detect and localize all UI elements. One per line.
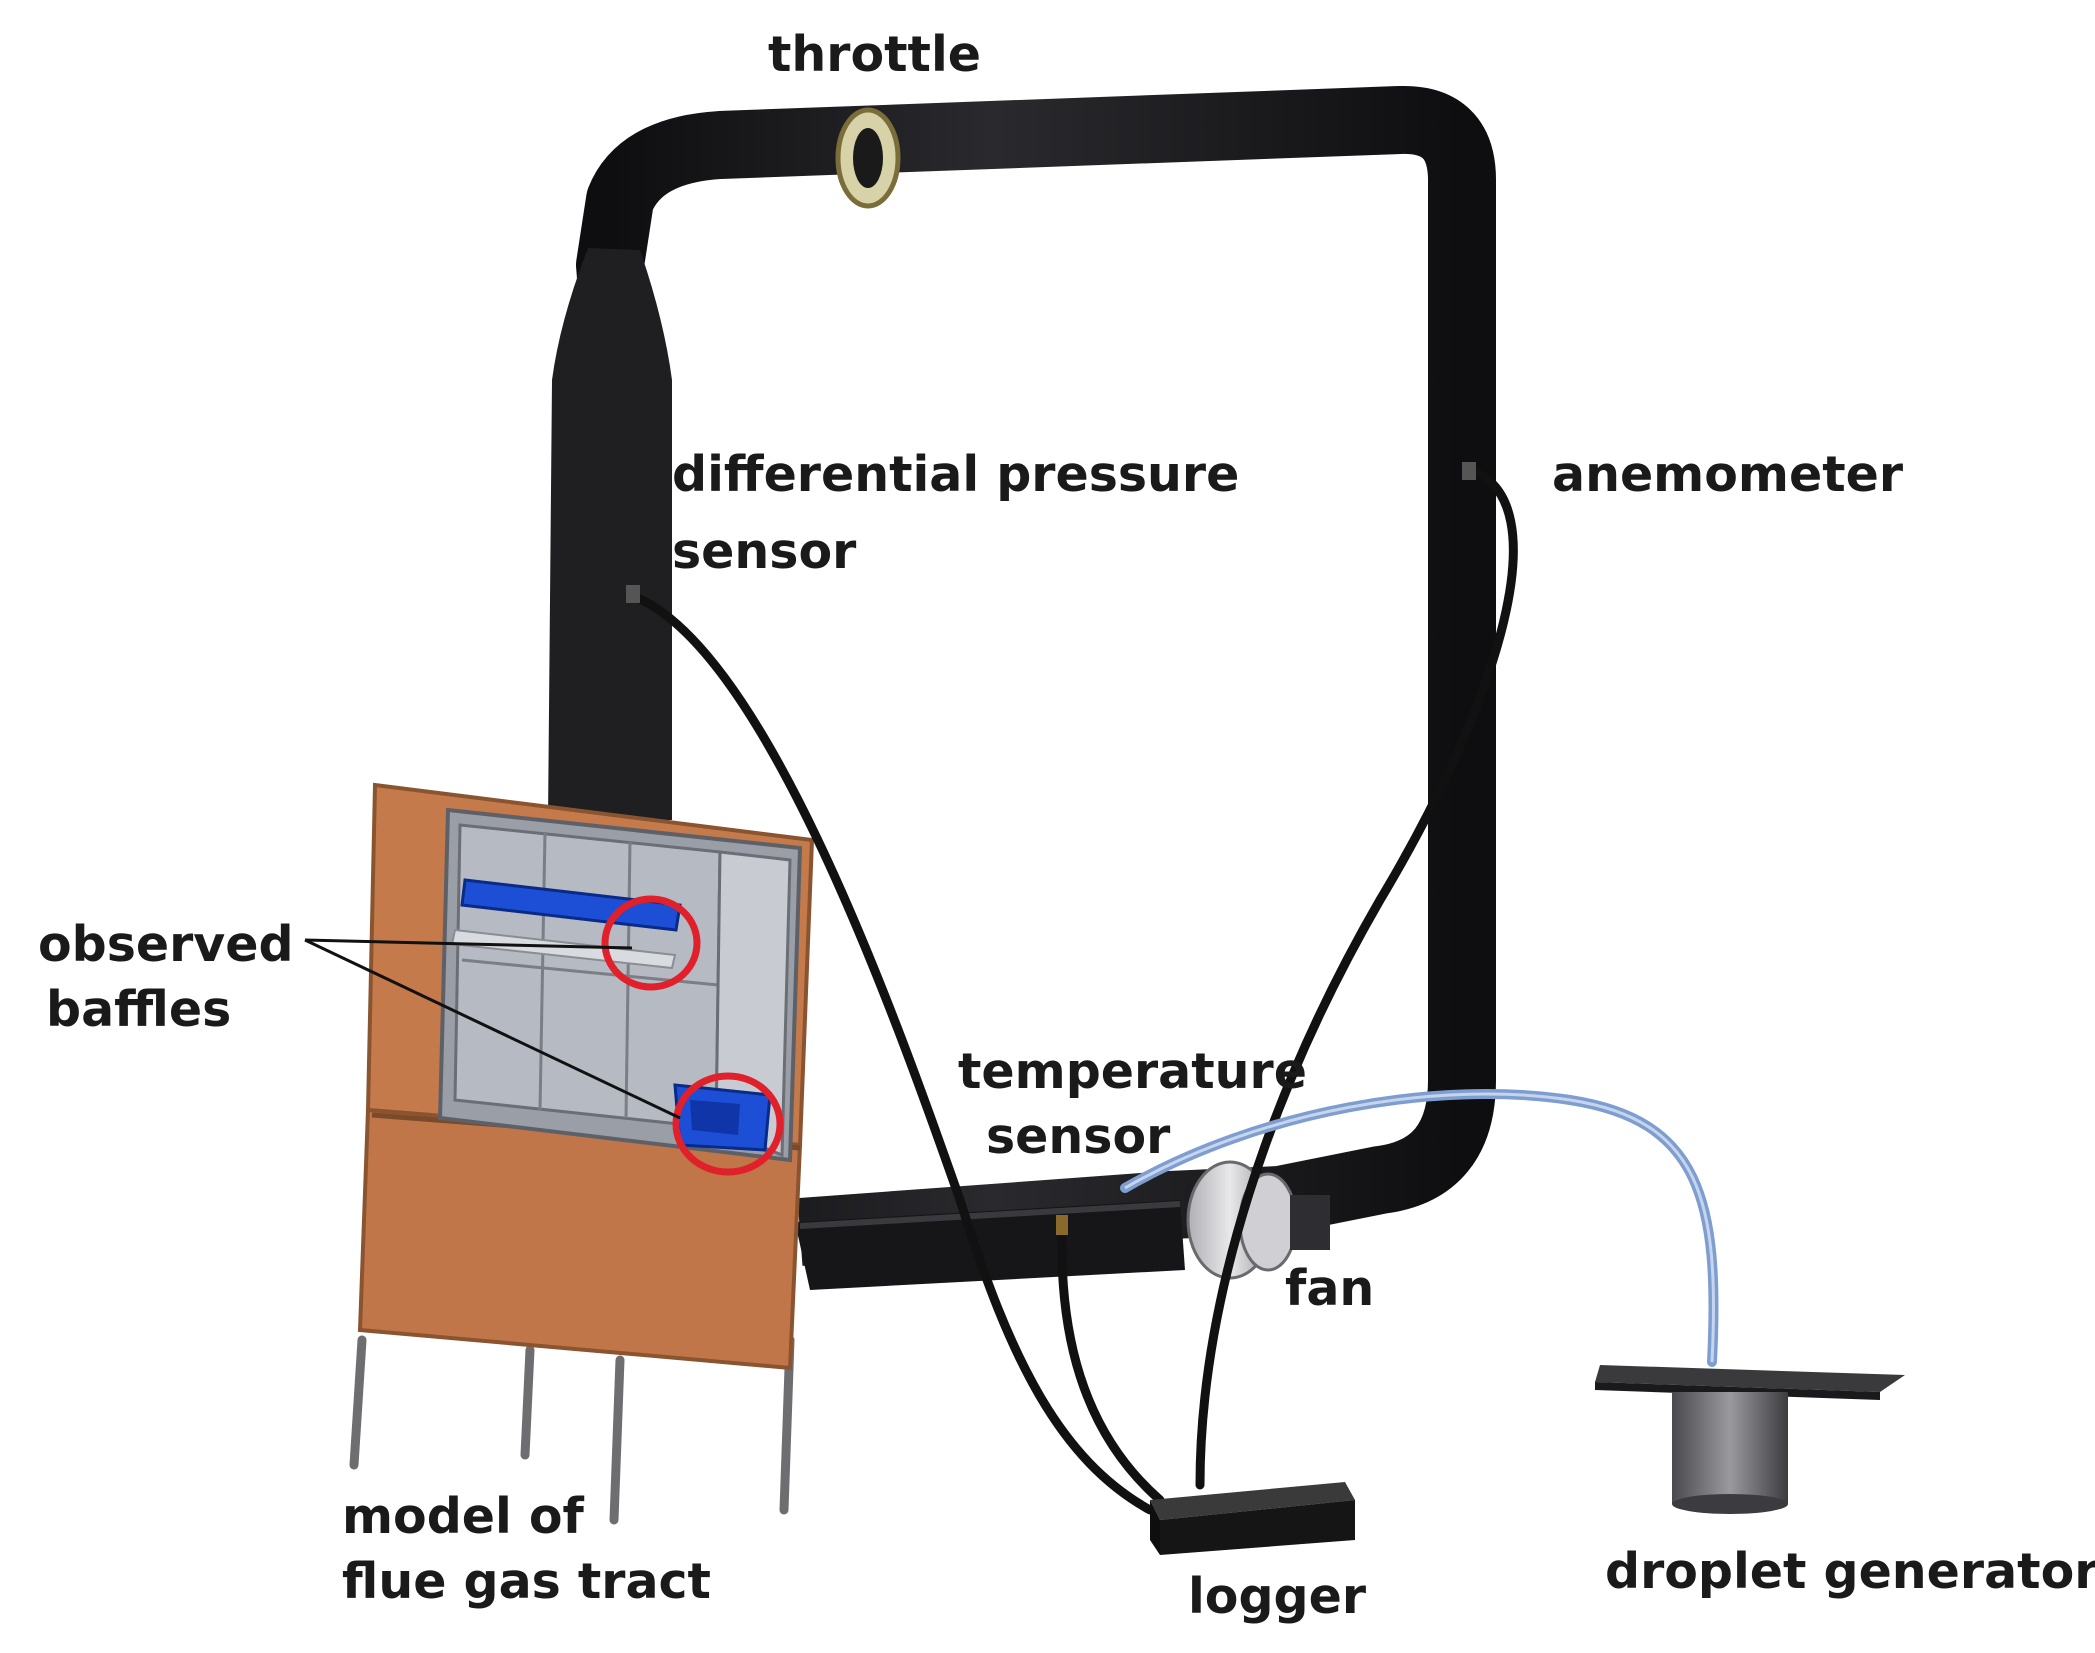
duct-taper [548, 248, 672, 820]
flue-gas-tract-label: model of flue gas tract [342, 1488, 711, 1610]
logger-box [1150, 1482, 1355, 1555]
differential-pressure-tap [626, 585, 640, 603]
dp-sensor-label-line1: differential pressure [672, 446, 1240, 503]
anemometer-tap [1462, 462, 1476, 480]
dp-sensor-label-line2: sensor [672, 522, 857, 580]
baffles-label-line1: observed [38, 916, 294, 973]
droplet-generator-label: droplet generator [1605, 1543, 2095, 1600]
sensor-cables [625, 465, 1518, 1515]
logger-label: logger [1188, 1568, 1367, 1625]
observed-baffles-label: observed baffles [38, 916, 294, 1038]
throttle-flange [835, 107, 901, 209]
model-label-line2: flue gas tract [342, 1552, 711, 1610]
throttle-label: throttle [768, 26, 982, 83]
differential-pressure-sensor-label: differential pressure sensor [672, 446, 1240, 580]
model-label-line1: model of [342, 1488, 584, 1545]
baffle-leader-lines [304, 938, 681, 1120]
temperature-sensor-label: temperature sensor [958, 1043, 1307, 1165]
temp-sensor-label-line1: temperature [958, 1043, 1307, 1100]
highlight-circles [601, 895, 784, 1176]
fan-label: fan [1285, 1260, 1375, 1317]
anemometer-label: anemometer [1552, 446, 1904, 503]
temp-sensor-label-line2: sensor [986, 1107, 1171, 1165]
baffles-label-line2: baffles [46, 980, 232, 1038]
temperature-sensor-tap [1056, 1215, 1068, 1235]
droplet-generator-unit [1595, 1365, 1905, 1514]
